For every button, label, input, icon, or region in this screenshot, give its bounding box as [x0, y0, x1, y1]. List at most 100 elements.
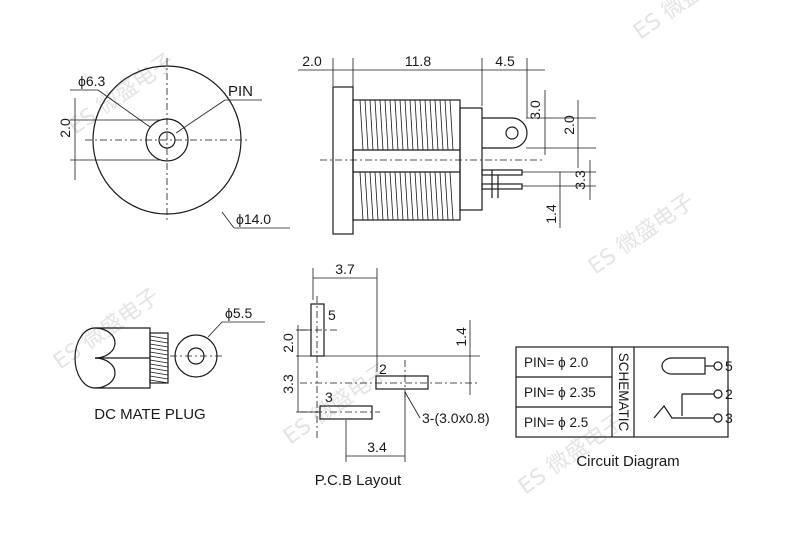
thread-line	[394, 99, 399, 151]
terminal-pin-upper	[481, 169, 523, 176]
thread-line	[384, 171, 389, 221]
schematic-label: SCHEMATIC	[616, 353, 631, 432]
dim-11-8: 11.8	[405, 53, 431, 69]
watermarks: ES 微盛电子 ES 微盛电子 ES 微盛电子 ES 微盛电子 ES 微盛电子 …	[49, 0, 744, 500]
thread-line	[384, 99, 389, 151]
thread-line	[419, 99, 424, 151]
dim-4-5: 4.5	[495, 53, 515, 69]
pad-2	[375, 375, 429, 390]
knurl-line	[149, 351, 169, 356]
pcb-caption: P.C.B Layout	[315, 472, 402, 489]
row-pin-2-0: PIN= ϕ 2.0	[524, 355, 588, 370]
thread-line	[369, 171, 374, 221]
dim-phi-6-3: ϕ6.3	[78, 73, 106, 89]
thread-line	[404, 171, 409, 221]
thread-line	[374, 171, 379, 221]
pad-3-label: 3	[325, 389, 333, 405]
circuit-caption: Circuit Diagram	[576, 453, 679, 470]
dim-3-7: 3.7	[335, 261, 355, 277]
dim-phi-14-0: ϕ14.0	[236, 211, 271, 227]
dim-3-3-side: 3.3	[572, 170, 588, 190]
thread-line	[449, 171, 454, 221]
pad-5-label: 5	[328, 307, 336, 323]
thread-line	[404, 99, 409, 151]
thread-line	[434, 99, 439, 151]
thread-line	[409, 171, 414, 221]
dc-mate-plug: ϕ5.5 DC MATE PLUG	[74, 305, 265, 423]
flange	[332, 86, 354, 235]
dim-2-0-front: 2.0	[57, 118, 73, 138]
thread-line	[449, 99, 454, 151]
watermark-mid: ES 微盛电子	[584, 189, 699, 280]
thread-line	[414, 171, 419, 221]
pcb-layout: 3.7 5 2 3 2.0 3.3 1.4 3.4 3-(3.0x0.8) P.…	[280, 261, 490, 489]
front-view: 2.0 ϕ6.3 PIN ϕ14.0	[57, 58, 290, 229]
watermark-pcb: ES 微盛电子	[279, 359, 394, 450]
thread-line	[389, 171, 394, 221]
thread-line	[429, 99, 434, 151]
thread-line	[409, 99, 414, 151]
threads	[359, 99, 454, 221]
thread-line	[434, 171, 439, 221]
knurl	[149, 335, 169, 384]
thread-line	[364, 171, 369, 221]
knurl-line	[149, 335, 169, 340]
knurl-line	[149, 359, 169, 364]
dim-phi-5-5: ϕ5.5	[225, 305, 253, 321]
circuit-table	[515, 346, 729, 438]
pad-2-label: 2	[379, 361, 387, 377]
circuit-diagram: PIN= ϕ 2.0 PIN= ϕ 2.35 PIN= ϕ 2.5 SCHEMA…	[515, 346, 733, 470]
schematic-pin-2: 2	[725, 386, 733, 402]
thread-line	[439, 99, 444, 151]
dim-1-4-side: 1.4	[543, 204, 559, 224]
thread-line	[379, 171, 384, 221]
watermark-top: ES 微盛电子	[629, 0, 744, 45]
thread-line	[359, 171, 364, 221]
knurl-line	[149, 339, 169, 344]
row-pin-2-35: PIN= ϕ 2.35	[524, 385, 596, 400]
knurl-line	[149, 347, 169, 352]
thread-line	[424, 99, 429, 151]
knurl-line	[149, 375, 169, 380]
thread-line	[399, 171, 404, 221]
thread-line	[399, 99, 404, 151]
thread-line	[424, 171, 429, 221]
pin-symbol	[661, 357, 706, 375]
dim-2-0-side: 2.0	[302, 53, 322, 69]
knurl-line	[149, 371, 169, 376]
watermark-front: ES 微盛电子	[64, 49, 179, 140]
knurl-line	[149, 355, 169, 360]
knurl-line	[149, 379, 169, 384]
schematic-pin-3: 3	[725, 410, 733, 426]
thread-line	[419, 171, 424, 221]
thread-line	[369, 99, 374, 151]
knurl-line	[149, 367, 169, 372]
thread-line	[394, 171, 399, 221]
thread-line	[359, 99, 364, 151]
thread-line	[444, 171, 449, 221]
thread-line	[379, 99, 384, 151]
pad-note: 3-(3.0x0.8)	[422, 410, 490, 426]
thread-line	[374, 99, 379, 151]
schematic-pin-5: 5	[725, 358, 733, 374]
row-pin-2-5: PIN= ϕ 2.5	[524, 415, 588, 430]
plug-body	[74, 327, 151, 389]
terminal-lug	[482, 117, 528, 149]
thread-line	[414, 99, 419, 151]
pad-3	[319, 405, 373, 420]
thread-line	[444, 99, 449, 151]
dim-3-0: 3.0	[527, 100, 543, 120]
dim-2-0-right: 2.0	[561, 115, 577, 135]
thread-line	[429, 171, 434, 221]
plug-caption: DC MATE PLUG	[94, 406, 205, 423]
thread-line	[389, 99, 394, 151]
plug-grip	[149, 332, 169, 384]
knurl-line	[149, 343, 169, 348]
knurl-line	[149, 363, 169, 368]
dim-3-4: 3.4	[367, 439, 387, 455]
side-view: 2.0 11.8 4.5 3.0 2.0 3.3 1.4	[298, 53, 596, 235]
rear-body	[459, 107, 483, 211]
dim-3-3-pcb: 3.3	[280, 374, 296, 394]
